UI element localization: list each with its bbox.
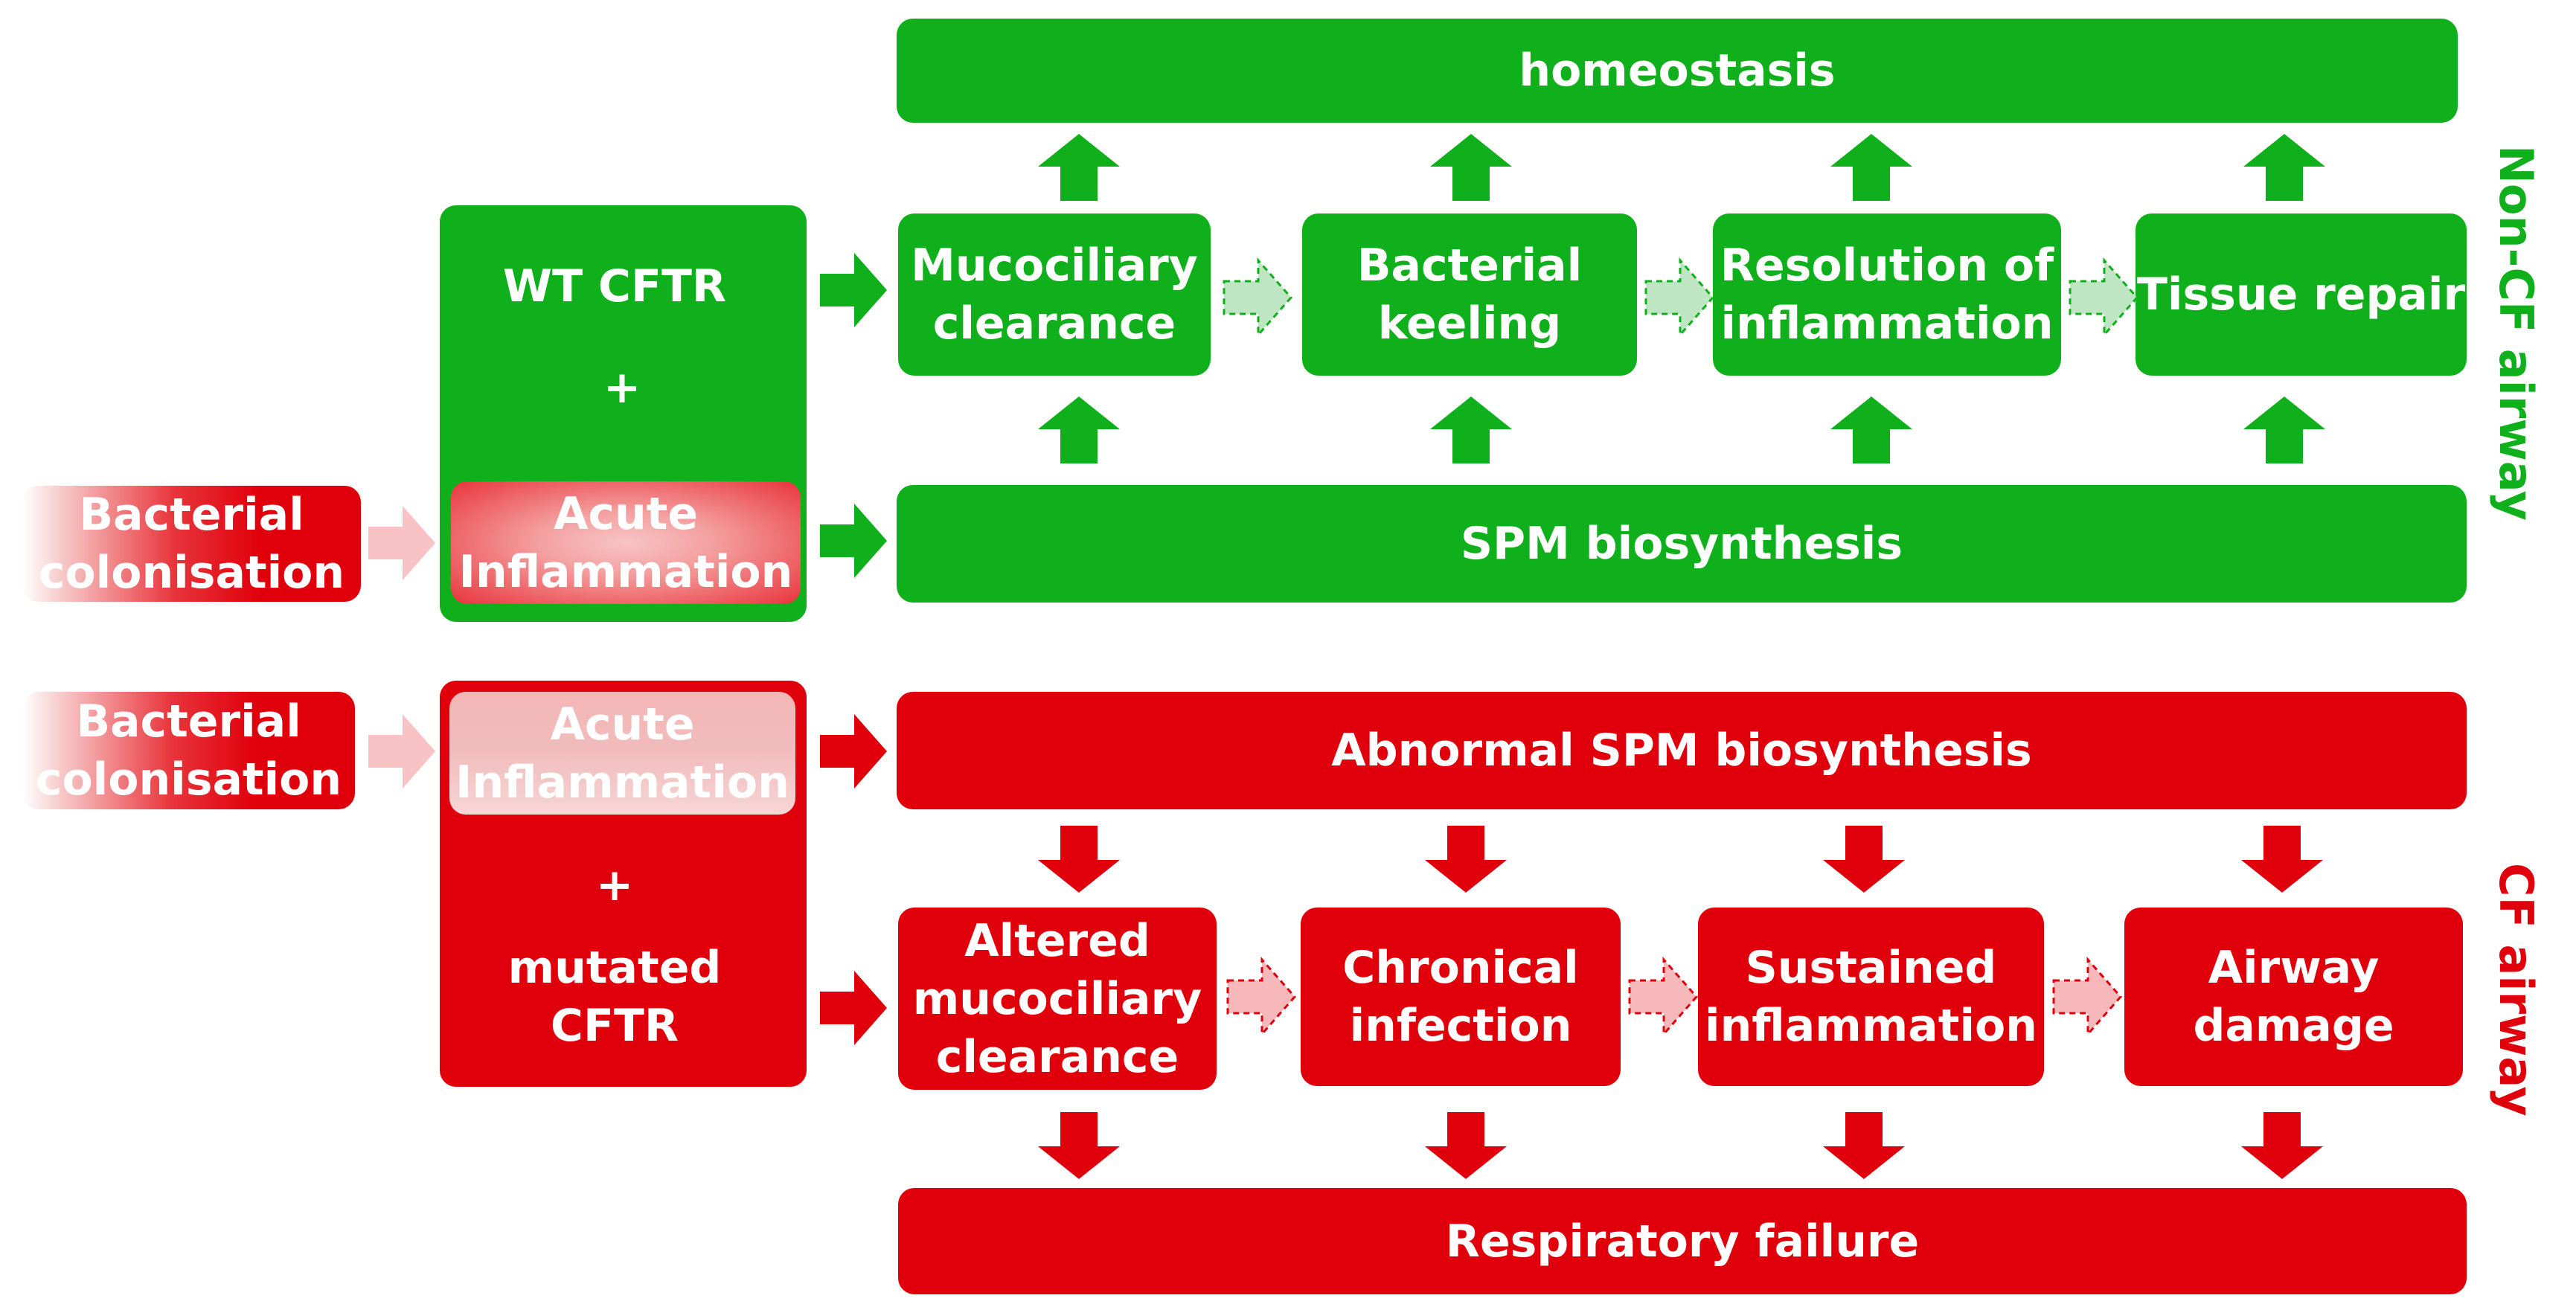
arrow-down-spm-2 xyxy=(1425,826,1507,893)
non-cf-airway-label: Non-CF airway xyxy=(2489,145,2543,521)
mutated-cftr-label: mutated CFTR xyxy=(507,942,722,1052)
step-sustained-inflammation: Sustained inflammation xyxy=(1698,908,2044,1086)
arrow-acute-to-spm xyxy=(820,504,887,578)
arrow-up-from-spm-1 xyxy=(1038,396,1120,463)
arrow-down-failure-2 xyxy=(1425,1112,1507,1179)
arrow-up-from-spm-2 xyxy=(1430,396,1512,463)
red-step-connectors xyxy=(1226,958,2122,1035)
cf-airway-label: CF airway xyxy=(2489,863,2543,1117)
arrow-up-homeostasis-3 xyxy=(1830,134,1912,201)
step-airway-damage: Airway damage xyxy=(2124,908,2463,1086)
arrow-up-homeostasis-4 xyxy=(2243,134,2325,201)
respiratory-failure-box: Respiratory failure xyxy=(898,1188,2467,1294)
plus-sign-red: + xyxy=(595,859,634,911)
arrow-down-spm-3 xyxy=(1823,826,1905,893)
connector-green-1 xyxy=(1223,259,1292,336)
arrow-bacterial-to-acute-red xyxy=(368,714,435,789)
arrow-up-homeostasis-1 xyxy=(1038,134,1120,201)
green-step-connectors xyxy=(1223,259,2138,336)
homeostasis-label: homeostasis xyxy=(1519,45,1836,97)
arrow-down-spm-4 xyxy=(2241,826,2323,893)
arrow-down-failure-1 xyxy=(1038,1112,1120,1179)
arrow-up-from-spm-3 xyxy=(1830,396,1912,463)
bacterial-colonisation-red: Bacterial colonisation xyxy=(22,692,355,809)
arrow-down-spm-1 xyxy=(1038,826,1120,893)
step-tissue-repair: Tissue repair xyxy=(2136,213,2467,376)
connector-red-2 xyxy=(1628,958,1698,1035)
step-mucociliary-clearance: Mucociliary clearance xyxy=(898,213,1211,376)
wt-cftr-label: WT CFTR xyxy=(502,260,727,312)
acute-inflammation-red: Acute Inflammation xyxy=(449,692,795,815)
red-arrows xyxy=(820,714,2323,1179)
arrow-wt-to-mucociliary xyxy=(820,253,887,327)
connector-green-3 xyxy=(2069,259,2138,336)
step-chronical-infection: Chronical infection xyxy=(1301,908,1621,1086)
acute-inflammation-green: Acute Inflammation xyxy=(451,481,801,604)
arrow-mutated-to-altered xyxy=(820,971,887,1045)
bacterial-colonisation-green: Bacterial colonisation xyxy=(22,486,361,602)
green-arrows xyxy=(820,134,2325,578)
acute-word: Acute xyxy=(553,487,699,540)
step-altered-mucociliary-clearance: Altered mucociliary clearance xyxy=(898,908,1217,1090)
homeostasis-box: homeostasis xyxy=(897,19,2458,123)
arrow-down-failure-3 xyxy=(1823,1112,1905,1179)
pink-input-arrows xyxy=(368,506,435,789)
connector-red-1 xyxy=(1226,958,1296,1035)
abnormal-spm-biosynthesis-box: Abnormal SPM biosynthesis xyxy=(897,692,2467,809)
spm-biosynthesis-box: SPM biosynthesis xyxy=(897,485,2467,603)
arrow-up-from-spm-4 xyxy=(2243,396,2325,463)
connector-green-2 xyxy=(1644,259,1714,336)
arrow-bacterial-to-acute-green xyxy=(368,506,435,580)
inflammation-word: Inflammation xyxy=(458,545,793,598)
step-bacterial-keeling: Bacterial keeling xyxy=(1302,213,1637,376)
arrow-acute-to-abnormal-spm xyxy=(820,714,887,789)
plus-sign-green: + xyxy=(603,362,641,414)
arrow-up-homeostasis-2 xyxy=(1430,134,1512,201)
connector-red-3 xyxy=(2052,958,2122,1035)
step-resolution-of-inflammation: Resolution of inflammation xyxy=(1713,213,2061,376)
arrow-down-failure-4 xyxy=(2241,1112,2323,1179)
